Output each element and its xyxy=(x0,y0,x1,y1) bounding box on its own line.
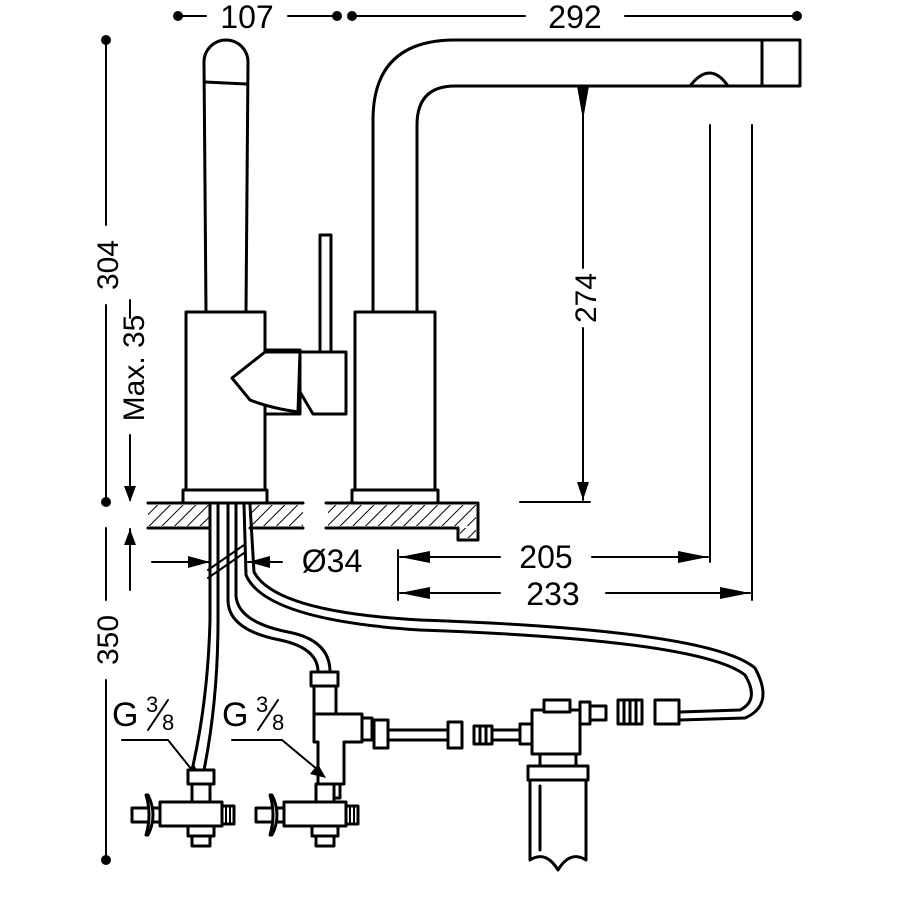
right-thread-numerator: 3 xyxy=(256,692,268,717)
right-angle-valve xyxy=(254,782,360,848)
left-dimensions: 304 350 Max. 35 xyxy=(92,35,151,865)
hole-diameter-dimension: Ø34 xyxy=(151,543,362,579)
dimension-350: 350 xyxy=(92,615,125,665)
filter-unit xyxy=(446,698,681,872)
top-dimensions: 107 292 xyxy=(173,0,802,35)
right-thread-label: G xyxy=(222,696,248,734)
spout-height-dimension: 274 xyxy=(519,86,603,503)
reach-dimensions: 205 233 xyxy=(397,124,753,612)
right-thread-denominator: 8 xyxy=(272,710,284,735)
dimension-304: 304 xyxy=(92,240,125,290)
dimension-292: 292 xyxy=(548,0,601,35)
dimension-274: 274 xyxy=(570,273,603,323)
dimension-diameter-34: Ø34 xyxy=(302,543,362,579)
left-thread-numerator: 3 xyxy=(146,692,158,717)
left-thread-denominator: 8 xyxy=(162,710,174,735)
left-angle-valve xyxy=(130,768,236,848)
dimension-max-35: Max. 35 xyxy=(118,315,151,422)
hoses xyxy=(190,503,765,772)
dimension-205: 205 xyxy=(519,539,572,575)
left-thread-label: G xyxy=(112,696,138,734)
dimension-107: 107 xyxy=(220,0,273,35)
thread-labels: G 3 8 G 3 8 xyxy=(112,692,326,778)
tee-connector xyxy=(309,670,450,800)
faucet-body xyxy=(181,38,802,505)
deck-section xyxy=(146,501,480,542)
dimension-233: 233 xyxy=(526,576,579,612)
